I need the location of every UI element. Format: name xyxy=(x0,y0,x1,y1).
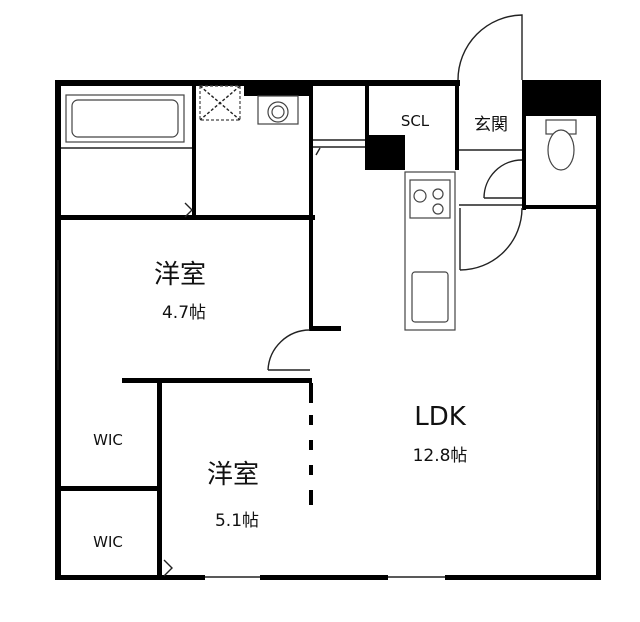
washing-machine-pan xyxy=(199,85,241,121)
room-name-wic-2: WIC xyxy=(93,533,123,551)
room-name-ldk: LDK xyxy=(414,402,467,432)
bathtub xyxy=(61,94,192,149)
doors xyxy=(163,14,523,577)
room-name-wic-1: WIC xyxy=(93,431,123,449)
kitchen-counter xyxy=(404,171,456,331)
washbasin xyxy=(257,95,299,125)
room-name-scl: SCL xyxy=(401,112,430,130)
room-size-western-1: 4.7帖 xyxy=(162,303,206,323)
room-name-western-2: 洋室 xyxy=(207,460,259,490)
windows xyxy=(57,260,599,578)
room-size-western-2: 5.1帖 xyxy=(215,511,259,531)
interior-walls xyxy=(55,80,601,578)
room-name-entrance: 玄関 xyxy=(474,115,508,135)
room-name-western-1: 洋室 xyxy=(154,260,206,290)
toilet xyxy=(545,119,577,171)
room-size-ldk: 12.8帖 xyxy=(413,446,468,466)
